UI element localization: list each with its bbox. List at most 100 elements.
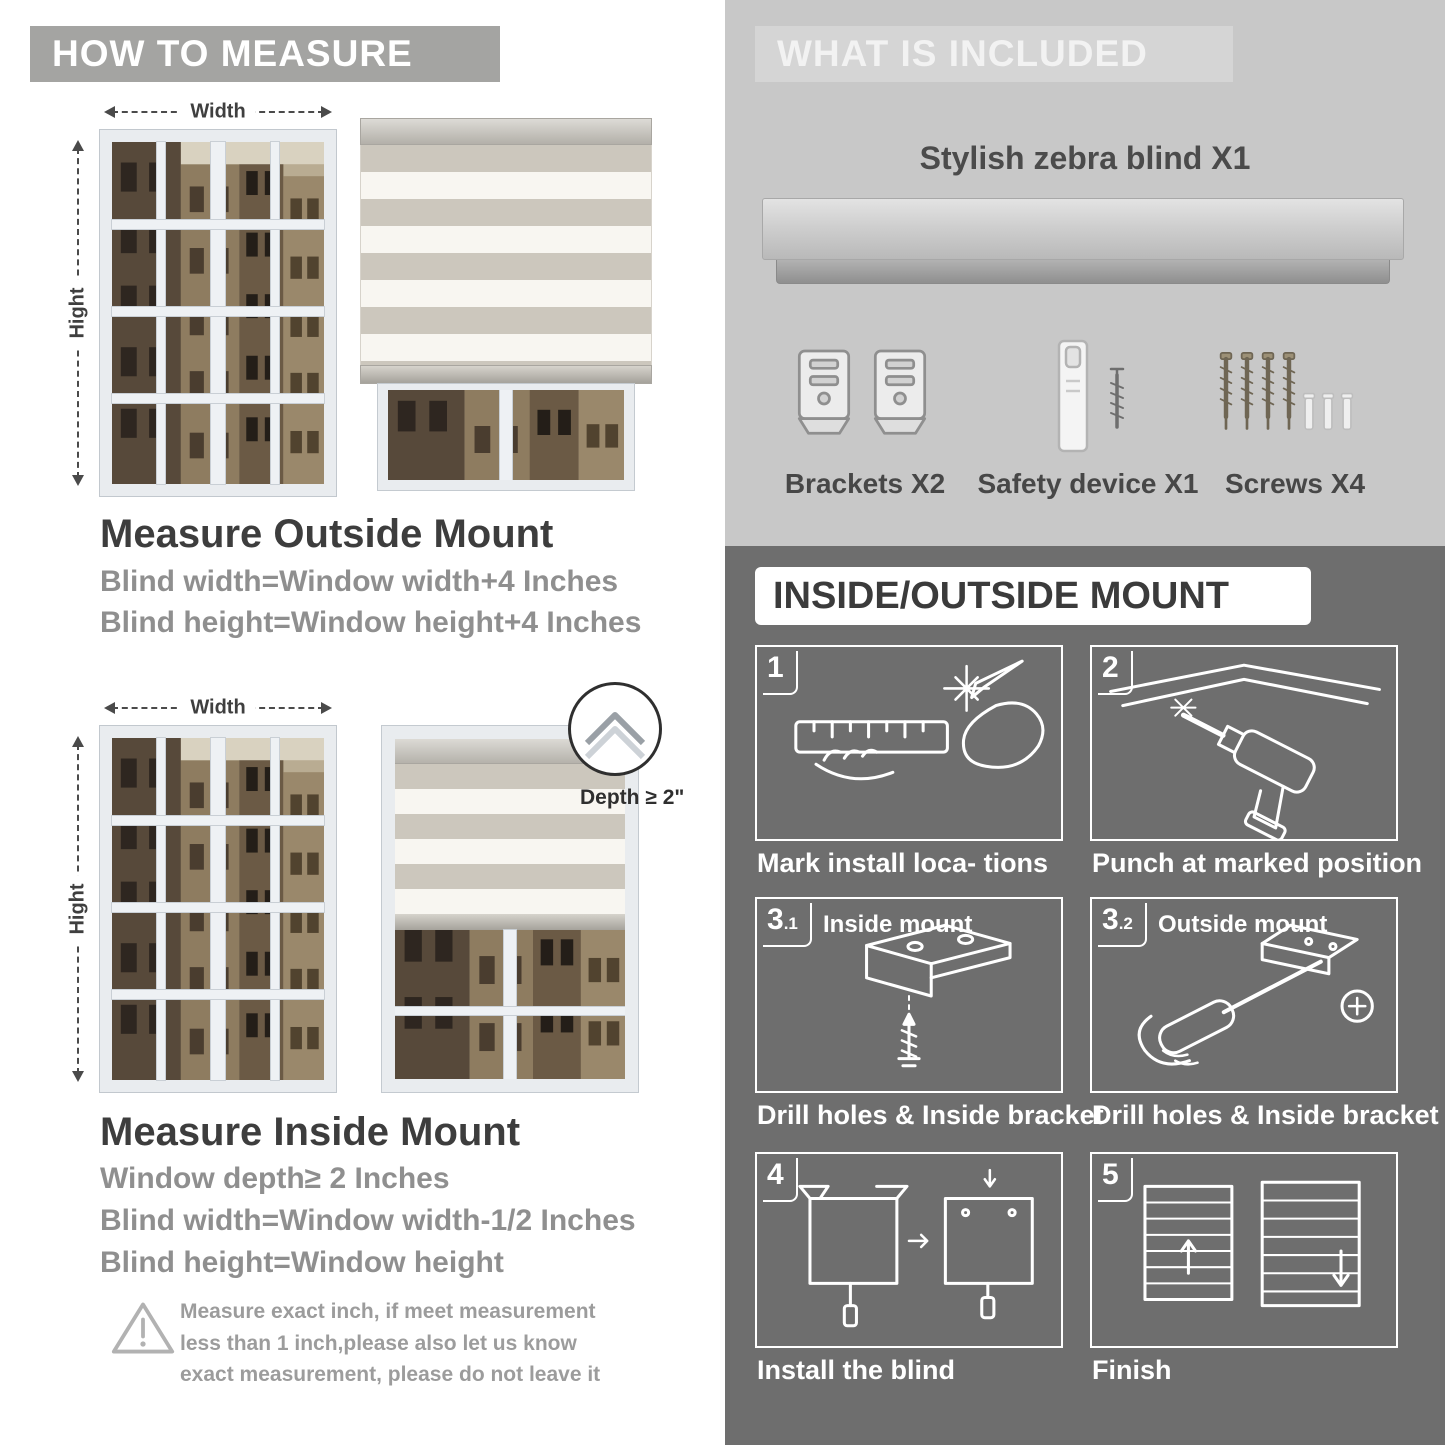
step-caption-1: Mark install loca- tions bbox=[757, 848, 1049, 878]
step-number-text: 1 bbox=[767, 651, 784, 684]
arrowhead-right-icon bbox=[321, 702, 332, 714]
step-number-sub: .2 bbox=[1118, 914, 1133, 933]
inside-outside-mount-banner: INSIDE/OUTSIDE MOUNT bbox=[755, 567, 1311, 625]
inside-mount-title: Measure Inside Mount bbox=[100, 1110, 521, 1154]
mark-location-illustration bbox=[757, 647, 1061, 839]
how-to-measure-banner: HOW TO MEASURE bbox=[30, 26, 500, 82]
screws-and-anchors-icons bbox=[1218, 346, 1388, 458]
blind-stripes bbox=[360, 145, 652, 365]
width-arrow-inside: Width bbox=[104, 696, 332, 720]
zebra-blind-illustration-outside bbox=[360, 118, 652, 490]
step-panel-3-1: 3.1 Inside mount bbox=[755, 897, 1063, 1093]
step-number-text: 3 bbox=[767, 903, 784, 936]
inside-outside-mount-title: INSIDE/OUTSIDE MOUNT bbox=[773, 575, 1230, 617]
height-label: Hight bbox=[66, 875, 90, 943]
width-label: Width bbox=[180, 696, 256, 720]
step-caption-4: Install the blind bbox=[757, 1355, 956, 1385]
wall-anchor-icon bbox=[1340, 388, 1354, 438]
window-muntin bbox=[112, 220, 324, 229]
inside-mount-line-2: Blind width=Window width-1/2 Inches bbox=[100, 1204, 636, 1237]
step-number-text: 3 bbox=[1102, 903, 1119, 936]
height-label: Hight bbox=[66, 279, 90, 347]
step-panel-1: 1 bbox=[755, 645, 1063, 841]
screw-icon bbox=[1281, 346, 1297, 438]
arrowhead-down-icon bbox=[72, 475, 84, 486]
window-mullion bbox=[500, 390, 512, 480]
measurement-note: Measure exact inch, if meet measurement … bbox=[180, 1300, 601, 1386]
step-panel-3-2: 3.2 Outside mount bbox=[1090, 897, 1398, 1093]
arrowhead-up-icon bbox=[72, 736, 84, 747]
step-number-text: 5 bbox=[1102, 1158, 1119, 1191]
window-muntin bbox=[395, 1007, 625, 1016]
what-is-included-title: WHAT IS INCLUDED bbox=[777, 33, 1148, 74]
width-arrow-outside: Width bbox=[104, 100, 332, 124]
width-label: Width bbox=[180, 100, 256, 124]
step-number-text: 4 bbox=[767, 1158, 784, 1191]
wall-anchor-icon bbox=[1321, 388, 1335, 438]
step-number: 4 bbox=[763, 1158, 798, 1202]
blind-headrail-lip bbox=[776, 260, 1390, 284]
inside-mount-line-1: Window depth≥ 2 Inches bbox=[100, 1162, 450, 1195]
step-panel-4: 4 bbox=[755, 1152, 1063, 1348]
window-muntin bbox=[112, 816, 324, 825]
what-is-included-banner: WHAT IS INCLUDED bbox=[755, 26, 1233, 82]
step-number-sub: .1 bbox=[783, 914, 798, 933]
step-caption-3-1: Drill holes & Inside bracket bbox=[757, 1100, 1104, 1130]
window-muntin bbox=[112, 307, 324, 316]
step-caption-2: Punch at marked position bbox=[1092, 848, 1423, 878]
inside-mount-label: Inside mount bbox=[823, 911, 973, 938]
screw-icon bbox=[1239, 346, 1255, 438]
window-muntin bbox=[112, 394, 324, 403]
step-caption-5: Finish bbox=[1092, 1355, 1172, 1385]
window-illustration-inside bbox=[100, 726, 336, 1092]
window-mullion bbox=[504, 930, 516, 1079]
outside-mount-line-1: Blind width=Window width+4 Inches bbox=[100, 565, 619, 598]
outside-mount-title: Measure Outside Mount bbox=[100, 512, 554, 556]
window-muntin bbox=[112, 990, 324, 999]
frame-corner-icon bbox=[584, 712, 646, 760]
window-bottom-part bbox=[378, 384, 634, 490]
outside-mount-line-2: Blind height=Window height+4 Inches bbox=[100, 606, 642, 639]
bracket-icon bbox=[868, 344, 932, 442]
step-panel-2: 2 bbox=[1090, 645, 1398, 841]
warning-triangle-icon bbox=[111, 1302, 175, 1354]
bracket-icon bbox=[792, 344, 856, 442]
arrowhead-down-icon bbox=[72, 1071, 84, 1082]
safety-device-label: Safety device X1 bbox=[977, 468, 1199, 499]
blind-cassette bbox=[360, 118, 652, 145]
inside-mount-line-3: Blind height=Window height bbox=[100, 1246, 504, 1279]
screw-icon bbox=[1260, 346, 1276, 438]
outside-mount-label: Outside mount bbox=[1158, 911, 1328, 938]
step-number: 5 bbox=[1098, 1158, 1133, 1202]
screw-icon bbox=[1218, 346, 1234, 438]
step-panel-5: 5 bbox=[1090, 1152, 1398, 1348]
depth-magnifier-circle bbox=[568, 682, 662, 776]
arrowhead-right-icon bbox=[321, 106, 332, 118]
safety-device-icon bbox=[1045, 336, 1145, 458]
wall-anchor-icon bbox=[1302, 388, 1316, 438]
how-to-measure-title: HOW TO MEASURE bbox=[52, 33, 413, 74]
step-caption-3-2: Drill holes & Inside bracket bbox=[1092, 1100, 1439, 1130]
arrowhead-left-icon bbox=[104, 106, 115, 118]
blind-stripes bbox=[395, 764, 625, 914]
window-muntin bbox=[112, 903, 324, 912]
height-arrow-inside: Hight bbox=[66, 736, 90, 1082]
step-number: 3.2 bbox=[1098, 903, 1147, 947]
screws-label: Screws X4 bbox=[1224, 468, 1366, 499]
step-number: 2 bbox=[1098, 651, 1133, 695]
window-bottom-part bbox=[395, 930, 625, 1079]
zebra-blind-illustration-inside bbox=[382, 726, 638, 1092]
blind-headrail-image bbox=[762, 198, 1404, 260]
step-number-text: 2 bbox=[1102, 651, 1119, 684]
product-label: Stylish zebra blind X1 bbox=[919, 140, 1251, 176]
blind-bottom-rail bbox=[360, 365, 652, 384]
step-number: 3.1 bbox=[763, 903, 812, 947]
step-number: 1 bbox=[763, 651, 798, 695]
arrowhead-up-icon bbox=[72, 140, 84, 151]
install-blind-illustration bbox=[757, 1154, 1061, 1346]
finish-illustration bbox=[1092, 1154, 1396, 1346]
height-arrow-outside: Hight bbox=[66, 140, 90, 486]
depth-callout-label: Depth ≥ 2" bbox=[580, 786, 685, 809]
drill-illustration bbox=[1092, 647, 1396, 839]
